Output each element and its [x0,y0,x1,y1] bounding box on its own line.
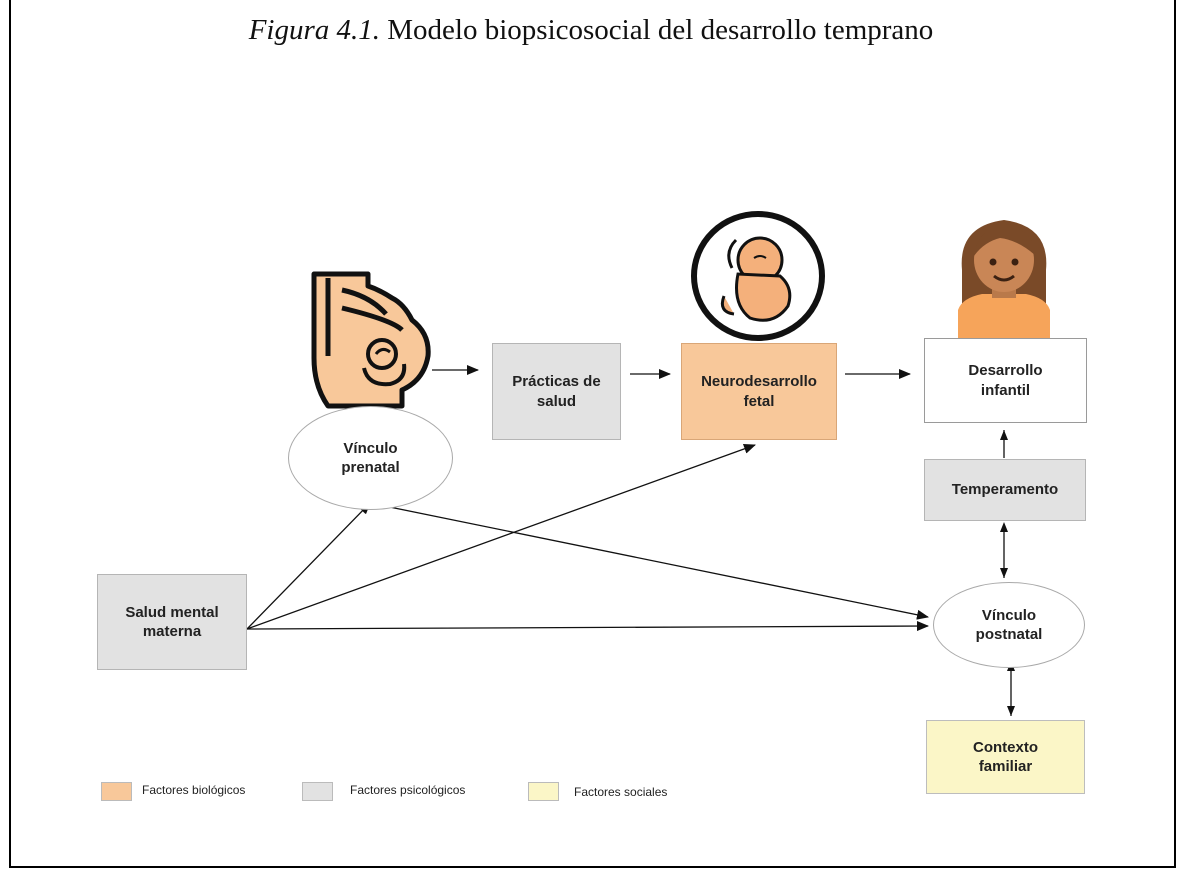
legend-swatch-psicologicos [302,782,333,801]
legend-label-biologicos: Factores biológicos [142,783,246,797]
legend-swatch-sociales [528,782,559,801]
node-vinculo-postnatal: Vínculo postnatal [933,582,1085,668]
arrow-salud-to-postnatal [246,621,929,632]
girl-icon [958,220,1050,340]
figure-title-text: Modelo biopsicosocial del desarrollo tem… [387,14,934,46]
legend-label-psicologicos: Factores psicológicos [350,783,466,797]
legend-swatch-biologicos [101,782,132,801]
node-desarrollo-infantil: Desarrollo infantil [924,338,1087,423]
node-contexto-familiar: Contexto familiar [926,720,1085,794]
legend-label-sociales: Factores sociales [574,785,668,799]
node-vinculo-postnatal-label: Vínculo postnatal [975,606,1043,644]
arrow-salud-to-neuro [246,444,756,630]
pregnant-woman-icon [311,271,431,409]
fetus-icon [691,211,825,341]
figure-frame [9,0,1176,868]
node-desarrollo-infantil-label: Desarrollo infantil [968,362,1043,399]
figure-label: Figura 4.1. [248,14,381,46]
arrow-prenatal-to-postnatal [369,502,929,620]
node-practicas-de-salud: Prácticas de salud [492,343,621,440]
node-neurodesarrollo-label: Neurodesarrollo fetal [701,373,817,410]
node-salud-mental-label: Salud mental materna [125,603,219,641]
node-salud-mental-materna: Salud mental materna [97,574,247,670]
node-vinculo-prenatal-label: Vínculo prenatal [341,439,400,477]
arrow-salud-to-vinculo-prenatal [246,502,371,630]
node-practicas-label: Prácticas de salud [512,373,601,410]
node-temperamento-label: Temperamento [951,481,1059,499]
node-contexto-familiar-label: Contexto familiar [973,738,1038,776]
node-neurodesarrollo-fetal: Neurodesarrollo fetal [681,343,837,440]
node-temperamento: Temperamento [924,459,1086,521]
figure-title: Figura 4.1. Modelo biopsicosocial del de… [0,14,1182,47]
node-vinculo-prenatal: Vínculo prenatal [288,406,453,510]
